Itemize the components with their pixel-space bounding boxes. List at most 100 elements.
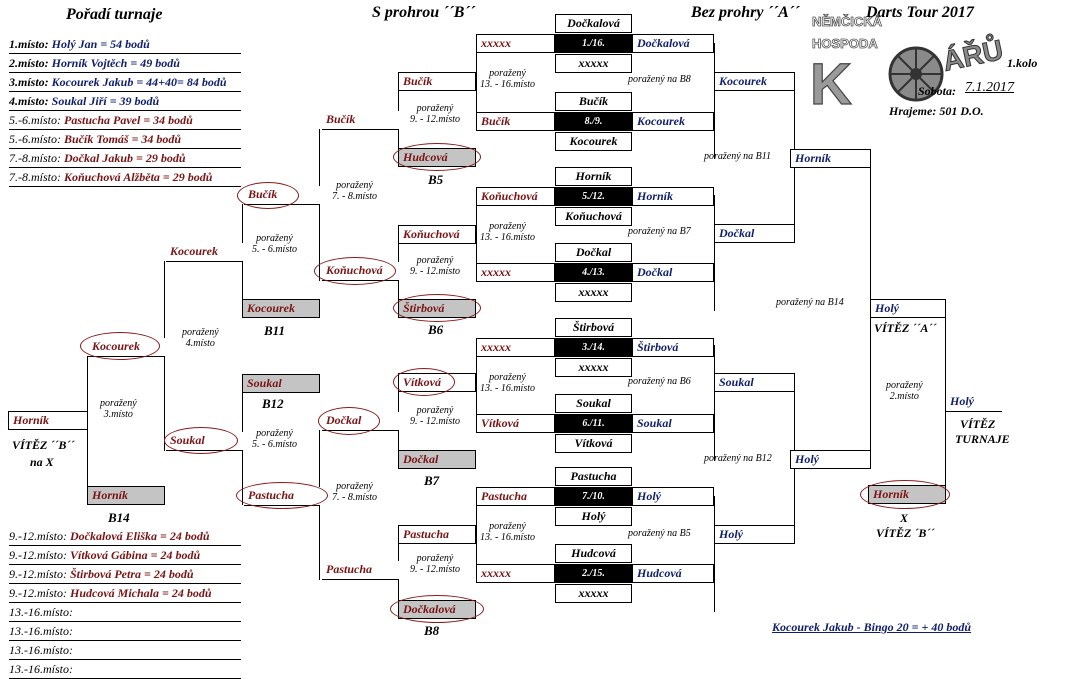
lb-connector (319, 129, 320, 281)
standings-row: 13.-16.místo: (9, 604, 241, 622)
game-format: Hrajeme: 501 D.O. (889, 104, 984, 118)
wb-r2-box-4[interactable]: Holý (714, 525, 795, 544)
match-player-top[interactable]: Štirbová (555, 318, 632, 337)
lb-rc-1[interactable]: Kocourek (166, 243, 243, 262)
match-player-top[interactable]: Soukal (555, 394, 632, 413)
standings-player: Hudcová Michala = 24 bodů (70, 586, 212, 600)
match-seed: 1./16. (555, 34, 632, 53)
lb-final-label-2: na X (30, 455, 54, 469)
standings-place: 3.místo: (9, 75, 49, 89)
standings-title: Pořadí turnaje (66, 6, 163, 23)
match-left-entry[interactable]: xxxxx (476, 263, 555, 282)
standings-player: Horník Vojtěch = 49 bodů (51, 56, 180, 70)
match-left-entry[interactable]: Pastucha (476, 487, 555, 506)
lb-b14-box[interactable]: Horník (87, 486, 165, 505)
match-seed: 6./11. (555, 414, 632, 433)
match-player-bottom[interactable]: xxxxx (555, 358, 632, 377)
x-marker: X (900, 511, 909, 525)
lb-final-box[interactable]: Horník (8, 411, 88, 430)
match-player-top[interactable]: Hudcová (555, 544, 632, 563)
match-seed: 7./10. (555, 487, 632, 506)
wb-r2-box-1[interactable]: Kocourek (714, 72, 795, 91)
lb-b5-top[interactable]: Bučík (398, 72, 476, 91)
match-player-top[interactable]: Dočkalová (555, 14, 632, 33)
standings-player: Soukal Jiří = 39 bodů (51, 94, 160, 108)
svg-text:NĚMČICKÁ: NĚMČICKÁ (812, 14, 883, 29)
standings-player: Dočkalová Eliška = 24 bodů (70, 529, 210, 543)
wb-r2-box-3[interactable]: Soukal (714, 373, 795, 392)
standings-place: 9.-12.místo: (9, 548, 67, 562)
match-left-entry[interactable]: xxxxx (476, 34, 555, 53)
standings-row: 5.-6.místo: Pastucha Pavel = 34 bodů (9, 112, 241, 130)
wb-r3-box-1[interactable]: Horník (790, 149, 871, 168)
highlight-oval (236, 482, 328, 509)
match-right-entry[interactable]: Kocourek (632, 112, 714, 131)
bracket-connector (476, 43, 477, 123)
match-player-bottom[interactable]: Vítková (555, 434, 632, 453)
wb-final-connector (945, 308, 946, 494)
bracket-connector (714, 195, 715, 311)
lb-b6-top[interactable]: Koňuchová (398, 225, 476, 244)
wb-r2-lost-1: poražený na B8 (628, 74, 691, 85)
losers-bracket-title: S prohrou ´´B´´ (372, 4, 476, 21)
standings-place: 9.-12.místo: (9, 567, 67, 581)
match-left-entry[interactable]: Bučík (476, 112, 555, 131)
match-player-top[interactable]: Pastucha (555, 467, 632, 486)
standings-player: Pastucha Pavel = 34 bodů (64, 113, 193, 127)
lb-ra-1[interactable]: Bučík (322, 111, 399, 130)
match-player-top[interactable]: Dočkal (555, 243, 632, 262)
match-player-bottom[interactable]: Kocourek (555, 132, 632, 151)
match-player-bottom[interactable]: Koňuchová (555, 207, 632, 226)
match-left-entry[interactable]: xxxxx (476, 564, 555, 583)
match-left-entry[interactable]: Koňuchová (476, 187, 555, 206)
match-left-entry[interactable]: Vítková (476, 414, 555, 433)
match-right-entry[interactable]: Soukal (632, 414, 714, 433)
bingo-bonus: Kocourek Jakub - Bingo 20 = + 40 bodů (772, 620, 972, 634)
lb-ra-4[interactable]: Pastucha (322, 561, 399, 580)
bracket-connector (714, 345, 715, 461)
match-right-entry[interactable]: Štirbová (632, 338, 714, 357)
match-left-entry[interactable]: xxxxx (476, 338, 555, 357)
lb-b8-top[interactable]: Pastucha (398, 525, 476, 544)
match-right-entry[interactable]: Dočkalová (632, 34, 714, 53)
standings-row: 13.-16.místo: (9, 661, 241, 679)
standings-row: 5.-6.místo: Bučík Tomáš = 34 bodů (9, 131, 241, 149)
highlight-oval (393, 368, 455, 396)
highlight-oval (237, 182, 299, 209)
standings-place: 9.-12.místo: (9, 529, 67, 543)
wb-r3-box-2[interactable]: Holý (790, 450, 871, 469)
match-seed: 5./12. (555, 187, 632, 206)
highlight-oval (393, 294, 481, 322)
champion-box[interactable]: Holý (946, 393, 1002, 412)
standings-row: 9.-12.místo: Hudcová Michala = 24 bodů (9, 585, 241, 603)
wb-r2-lost-3: poražený na B6 (628, 376, 691, 387)
match-player-top[interactable]: Bučík (555, 92, 632, 111)
match-player-bottom[interactable]: xxxxx (555, 584, 632, 603)
lb-b8-label: B8 (424, 623, 440, 638)
lb-b11-box[interactable]: Kocourek (242, 299, 320, 318)
match-right-entry[interactable]: Horník (632, 187, 714, 206)
match-player-top[interactable]: Horník (555, 167, 632, 186)
match-right-entry[interactable]: Dočkal (632, 263, 714, 282)
standings-place: 5.-6.místo: (9, 113, 61, 127)
standings-place: 7.-8.místo: (9, 151, 61, 165)
lb-b12-box[interactable]: Soukal (242, 374, 320, 393)
svg-text:K: K (810, 52, 852, 112)
wb-final-box[interactable]: Holý (870, 299, 946, 318)
bracket-connector (476, 345, 477, 425)
lb-b12-label: B12 (262, 396, 284, 411)
match-right-entry[interactable]: Holý (632, 487, 714, 506)
match-right-entry[interactable]: Hudcová (632, 564, 714, 583)
lb-b7-bottom[interactable]: Dočkal (398, 450, 476, 469)
match-player-bottom[interactable]: Holý (555, 507, 632, 526)
wb-r2-box-2[interactable]: Dočkal (714, 224, 795, 243)
standings-player: Kocourek Jakub = 44+40= 84 bodů (51, 75, 227, 89)
match-player-bottom[interactable]: xxxxx (555, 54, 632, 73)
match-player-bottom[interactable]: xxxxx (555, 283, 632, 302)
standings-place: 9.-12.místo: (9, 586, 67, 600)
